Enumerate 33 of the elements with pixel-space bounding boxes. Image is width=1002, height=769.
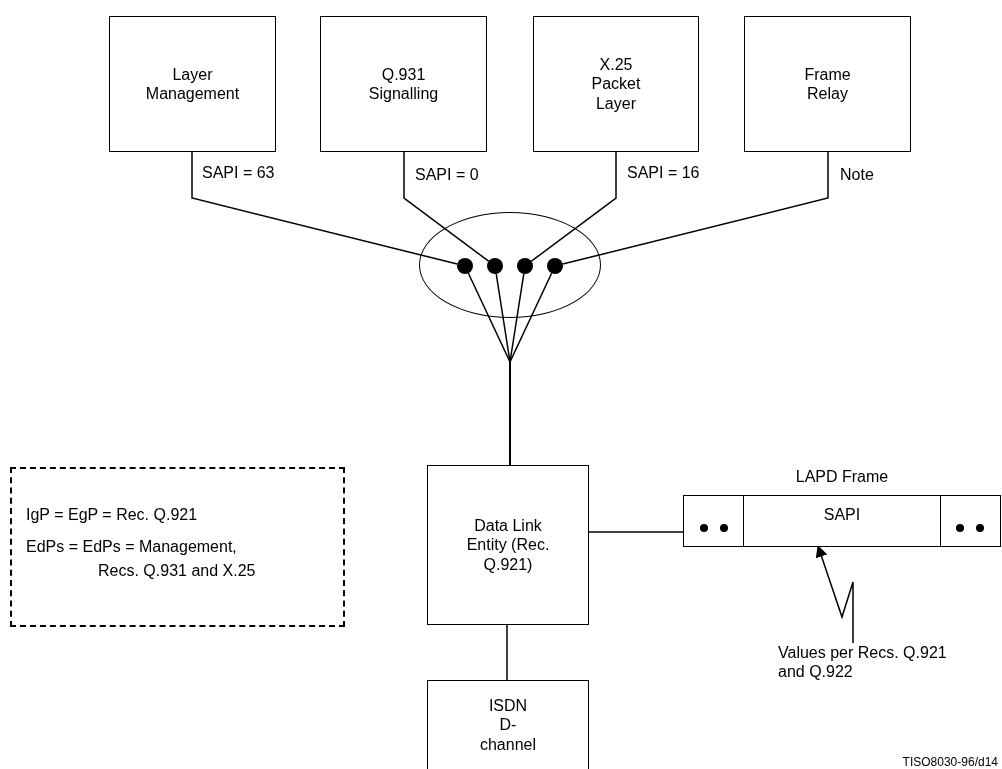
leader-arrow [815, 545, 854, 644]
connector-line [403, 151, 490, 262]
connection-dot [546, 257, 563, 274]
connection-dot [456, 257, 473, 274]
note-text: EdPs = EdPs = Management, Recs. Q.931 and X.25 [26, 537, 257, 581]
note-text: IgP = EgP = Rec. Q.921 [26, 505, 198, 525]
connector-line [562, 151, 829, 265]
connection-dot [486, 257, 503, 274]
note-box [10, 467, 345, 627]
frame-title: LAPD Frame [794, 468, 890, 486]
process-box [533, 16, 699, 152]
process-box [427, 680, 589, 769]
box-label: Q.931 Signalling [368, 64, 439, 104]
connector-line [509, 272, 553, 466]
frame-field [742, 494, 942, 547]
process-box [744, 16, 911, 152]
field-label: SAPI [823, 504, 861, 525]
process-box [427, 465, 589, 625]
connector-line [191, 151, 458, 265]
connector-line [530, 151, 617, 262]
frame-field [939, 494, 1001, 547]
box-label: Data Link Entity (Rec. Q.921) [465, 516, 551, 574]
connector-line [588, 531, 684, 533]
box-label: Frame Relay [804, 64, 851, 104]
box-label: X.25 Packet Layer [591, 55, 641, 113]
connection-dot [516, 257, 533, 274]
figure-code: TISO8030-96/d14 [902, 755, 998, 769]
process-box [109, 16, 276, 152]
box-label: ISDN D-channel [479, 696, 536, 754]
process-box [320, 16, 487, 152]
annotation-text: Values per Recs. Q.921 and Q.922 [778, 643, 948, 682]
connector-line [506, 624, 508, 681]
box-label: Layer Management [145, 64, 240, 104]
